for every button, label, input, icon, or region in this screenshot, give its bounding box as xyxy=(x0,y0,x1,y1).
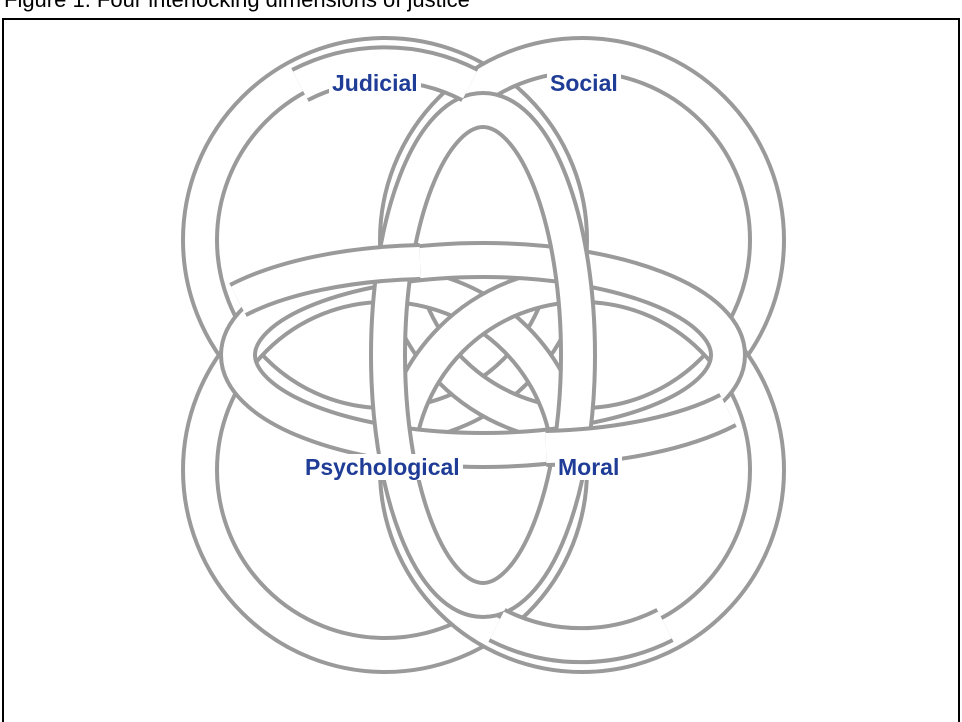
label-social: Social xyxy=(547,70,621,96)
label-psychological: Psychological xyxy=(302,454,463,480)
label-judicial: Judicial xyxy=(329,70,421,96)
label-moral: Moral xyxy=(555,454,622,480)
